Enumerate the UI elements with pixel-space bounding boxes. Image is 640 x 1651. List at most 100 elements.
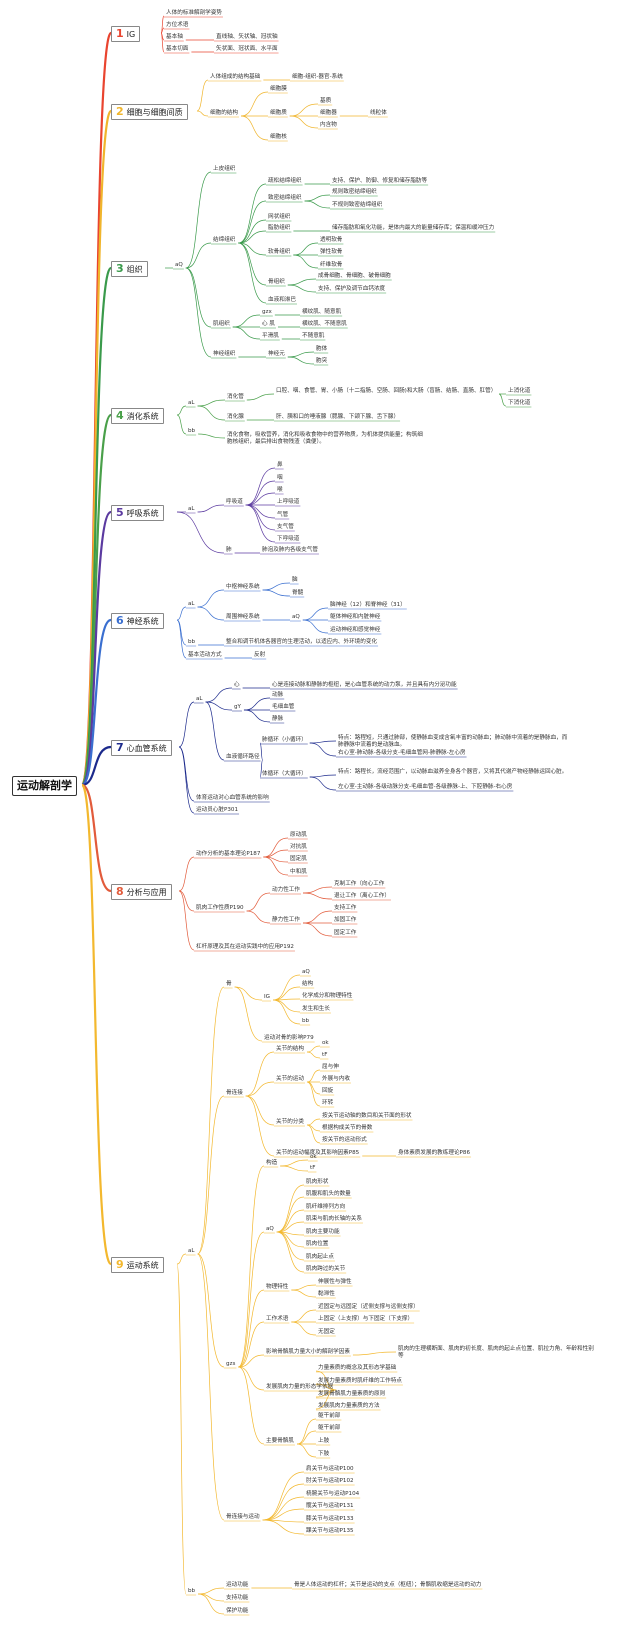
topic-label: aQ	[302, 969, 310, 975]
connector	[238, 1366, 265, 1391]
topic-label: 呼吸道	[226, 499, 243, 505]
topic-label: 脑神经（12）和脊神经（31）	[330, 602, 406, 608]
connector	[280, 1159, 309, 1167]
connector	[296, 1443, 317, 1458]
topic-label: 髋关节与运动P131	[306, 1503, 354, 1509]
topic-label: 胞突	[316, 358, 328, 364]
topic-label: 构造	[266, 1160, 278, 1166]
connector	[197, 1253, 225, 1368]
topic-label: tF	[322, 1052, 328, 1058]
topic-label: 人体的标准解剖学姿势	[166, 10, 222, 16]
topic-label: 环转	[322, 1100, 334, 1106]
topic-label: gzx	[262, 309, 272, 315]
topic-label: 体循环（大循环）	[262, 771, 307, 777]
connector	[197, 606, 225, 621]
connector	[245, 1081, 275, 1097]
topic-label: 屈与伸	[322, 1064, 339, 1070]
topic-label: 消化管	[227, 394, 244, 400]
topic-label: 骨组织	[268, 279, 285, 285]
topic-label: 气管	[277, 512, 289, 518]
topic-label: 咽	[277, 475, 283, 481]
topic-label: 肺泡及肺内各级支气管	[262, 547, 318, 553]
topic-label: 发生和生长	[302, 1006, 330, 1012]
topic-label: 肌腹和肌头的数量	[306, 1191, 351, 1197]
topic-label: aQ	[266, 1226, 274, 1232]
topic-label: 主要骨骼肌	[266, 1438, 294, 1444]
connector	[238, 230, 267, 244]
connector	[306, 1124, 321, 1144]
connector	[238, 242, 267, 304]
connector	[293, 242, 319, 256]
topic-label: aQ	[175, 262, 183, 268]
connector	[276, 1231, 305, 1248]
topic-label: 内含物	[320, 122, 337, 128]
connector	[197, 504, 225, 513]
topic-label: 退让工作（离心工作）	[334, 893, 390, 899]
connector	[302, 619, 329, 634]
topic-label: 脂肪组织	[268, 225, 291, 231]
topic-label: 方位术语	[166, 22, 189, 28]
topic-label: 基质	[320, 98, 332, 104]
topic-label: 胞体	[316, 346, 328, 352]
connector	[185, 171, 212, 269]
topic-label: 基本切面	[166, 46, 189, 52]
connector	[185, 267, 212, 328]
topic-label: 人体组成的结构基础	[210, 74, 261, 80]
connector	[178, 890, 195, 951]
connector	[276, 1196, 305, 1233]
connector	[205, 687, 233, 703]
connector	[238, 242, 267, 256]
connector	[198, 1593, 225, 1615]
topic-label: 肌纤维排列方向	[306, 1204, 346, 1210]
topic-label: 发展肌肉力量的形态学依据	[266, 1384, 334, 1390]
topic-label: 鼻	[277, 462, 283, 468]
connector	[352, 1351, 397, 1356]
connector	[198, 1587, 225, 1595]
topic-label: 支持工作	[334, 905, 357, 911]
topic-label: 肘关节与运动P102	[306, 1478, 354, 1484]
connector	[197, 399, 226, 407]
topic-label: 支持、保护及调节血钙浓度	[318, 286, 386, 292]
connector	[262, 1519, 305, 1535]
connector	[232, 326, 261, 340]
topic-label: 矢状面、冠状面、水平面	[216, 46, 278, 52]
connector	[240, 115, 269, 141]
connector	[296, 1418, 317, 1445]
topic-label: 发展骨骼肌力量素质的原则	[318, 1391, 386, 1397]
connector	[196, 110, 209, 117]
section-title: 心血管系统	[126, 744, 167, 753]
topic-label: 支气管	[277, 524, 294, 530]
connector	[246, 393, 275, 401]
topic-label: 基本活动方式	[188, 652, 222, 658]
topic-label: 支持功能	[226, 1595, 249, 1601]
topic-label: 关节的运动幅度及其影响因素P85	[276, 1150, 360, 1156]
topic-label: 运动功能	[226, 1582, 249, 1588]
section-title: 组织	[126, 265, 143, 274]
topic-label: 肩关节与运动P100	[306, 1466, 354, 1472]
topic-label: 支持、保护、防御、修复和储存脂肪等	[332, 178, 428, 184]
topic-label: 静脉	[272, 716, 284, 722]
connector	[197, 589, 225, 608]
connector	[176, 606, 187, 621]
topic-label: 细胞-组织-器官-系统	[292, 74, 343, 80]
topic-label: 肌肉工作性质P190	[196, 905, 244, 911]
connector	[246, 892, 271, 912]
connector	[304, 194, 331, 202]
topic-label: bb	[188, 639, 196, 645]
topic-label: 上呼吸道	[277, 499, 300, 505]
connector	[232, 314, 261, 328]
connector	[262, 1508, 305, 1521]
connector	[245, 492, 276, 506]
topic-label: ok	[322, 1040, 329, 1046]
topic-label: 喉	[277, 487, 283, 493]
topic-label: 躯干前部	[318, 1425, 341, 1431]
topic-label: 成骨细胞、骨细胞、破骨细胞	[318, 273, 391, 279]
topic-label: 运动神经和感觉神经	[330, 627, 381, 633]
